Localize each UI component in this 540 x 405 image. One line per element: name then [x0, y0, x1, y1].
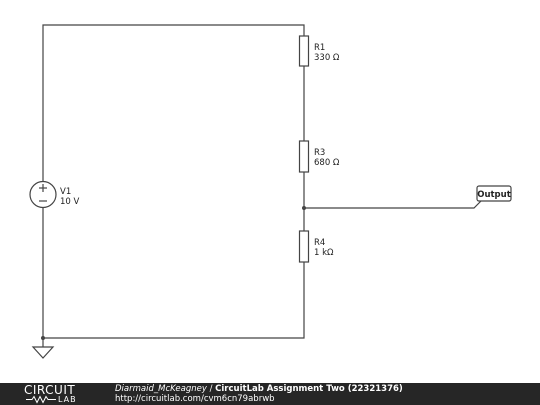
- v1-name: V1: [60, 187, 71, 197]
- ground-icon: [31, 346, 55, 359]
- v1-value: 10 V: [60, 197, 80, 207]
- junction-dot: [41, 336, 45, 340]
- circuit-title[interactable]: CircuitLab Assignment Two (22321376): [215, 384, 403, 394]
- resistor-r4[interactable]: [298, 230, 310, 263]
- r1-name: R1: [314, 43, 325, 53]
- resistor-r3[interactable]: [298, 140, 310, 173]
- junction-dot: [302, 206, 306, 210]
- r4-name: R4: [314, 238, 325, 248]
- circuit-url[interactable]: http://circuitlab.com/cvm6cn79abrwb: [115, 394, 275, 404]
- circuitlab-logo: CIRCUIT LAB: [24, 384, 94, 404]
- r3-value: 680 Ω: [314, 158, 340, 168]
- wire-top: [42, 24, 305, 181]
- voltage-source-v1[interactable]: [29, 180, 57, 209]
- output-label: Output: [477, 190, 511, 200]
- r3-name: R3: [314, 148, 325, 158]
- wire-bottom: [42, 208, 305, 339]
- wire-output: [304, 199, 483, 209]
- circuit-schematic: R1 330 Ω R3 680 Ω R4 1 kΩ V1 10 V Output: [29, 24, 512, 359]
- output-label-box[interactable]: [476, 185, 512, 202]
- r4-value: 1 kΩ: [314, 248, 334, 258]
- logo-text-top: CIRCUIT: [24, 383, 76, 397]
- resistor-symbol-icon: [26, 395, 56, 404]
- title-separator: /: [206, 384, 216, 394]
- footer-title-line: Diarmaid_McKeagney / CircuitLab Assignme…: [115, 384, 403, 394]
- r1-value: 330 Ω: [314, 53, 340, 63]
- logo-text-bottom: LAB: [58, 395, 77, 404]
- author-name[interactable]: Diarmaid_McKeagney: [115, 384, 207, 394]
- footer-bar: CIRCUIT LAB Diarmaid_McKeagney / Circuit…: [0, 383, 540, 405]
- resistor-r1[interactable]: [298, 35, 310, 67]
